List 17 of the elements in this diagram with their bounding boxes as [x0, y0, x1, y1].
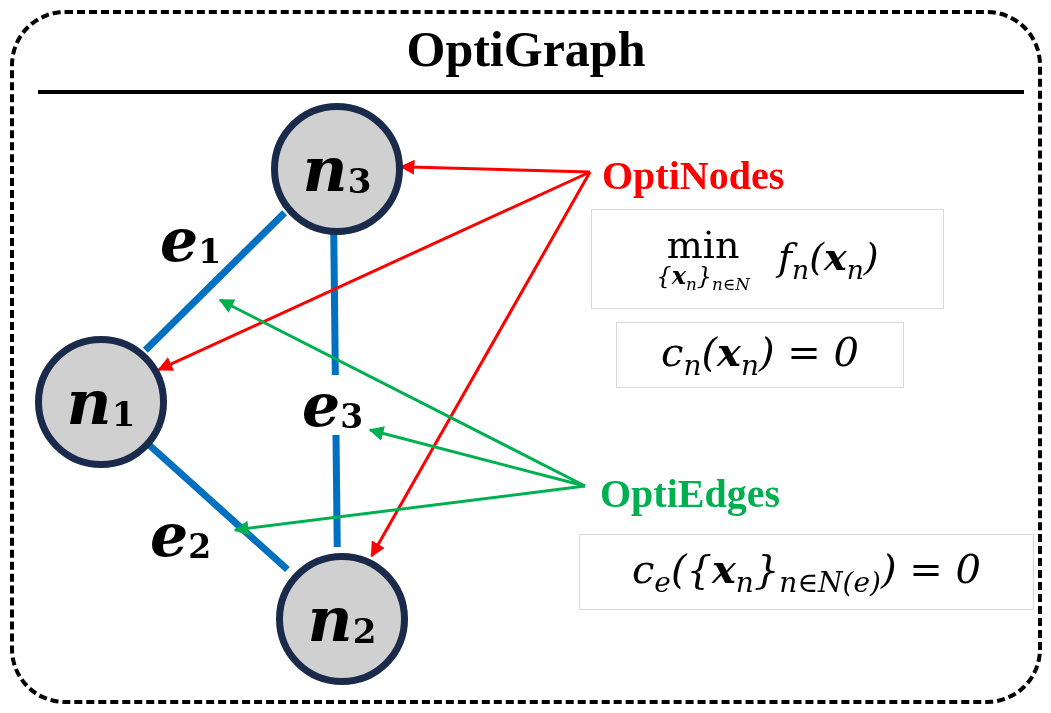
formula-text: f$_{n}$(x$_{n}$): [777, 233, 879, 285]
title: OptiGraph: [405, 20, 647, 78]
formula-text: c$_{n}$(x$_{n}$) = 0: [661, 328, 859, 382]
category-label: OptiNodes: [602, 152, 872, 200]
leader-arrow: [368, 426, 586, 488]
category-label: OptiEdges: [600, 470, 864, 518]
formula-box: [616, 322, 904, 388]
leader-arrow: [233, 484, 586, 536]
arrow: [370, 171, 592, 558]
graph-container: [10, 10, 1042, 704]
formula-text: c$_{e}$({x$_{n}$}$_{n∈N(e)}$) = 0: [631, 545, 982, 599]
connector-line: [142, 210, 288, 353]
arrow: [157, 170, 591, 372]
operator-text: min: [666, 225, 740, 264]
formula-box: [591, 209, 944, 309]
formula-box: [579, 534, 1034, 610]
subscript-text: {x$_{n}$}$_{n∈N}$: [656, 263, 750, 293]
